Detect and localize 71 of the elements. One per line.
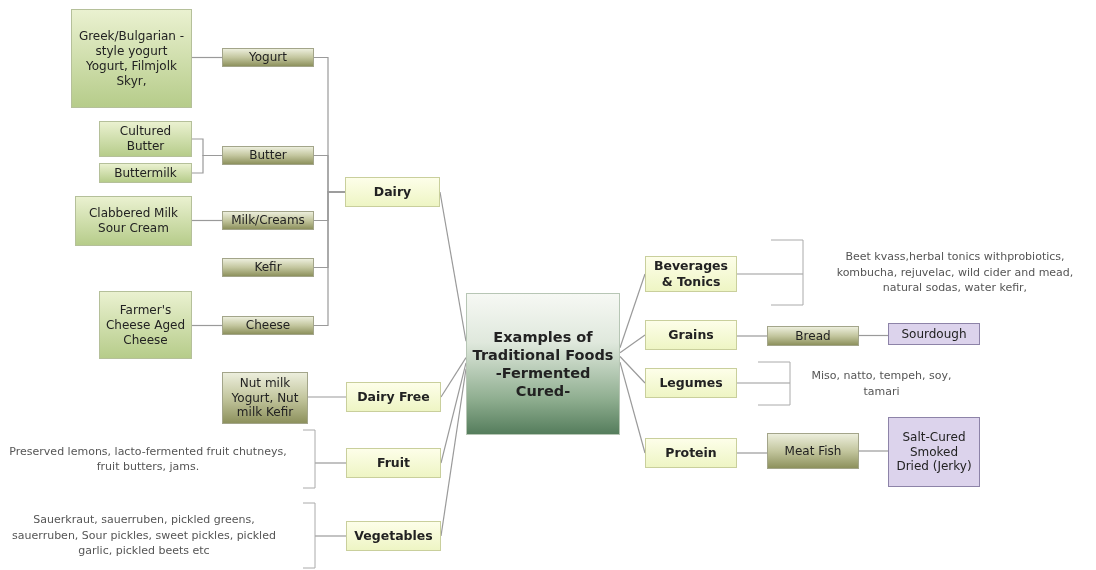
box-label: Meat Fish <box>784 443 842 459</box>
subcategory-box <box>222 146 314 165</box>
example-box <box>888 323 980 345</box>
connector-line <box>736 452 768 454</box>
example-box <box>71 9 192 108</box>
box-label: Protein <box>665 445 717 461</box>
connector-line <box>191 324 223 327</box>
connector-line <box>619 361 646 454</box>
connector-line <box>619 273 646 349</box>
connector-line <box>736 273 804 275</box>
subcategory-box <box>222 316 314 335</box>
connector-line <box>191 154 223 174</box>
subcategory-box <box>222 211 314 230</box>
subcategory-box <box>222 48 314 67</box>
category-box <box>645 368 737 398</box>
connector-line <box>191 56 223 59</box>
box-label: Greek/Bulgarian - style yogurt Yogurt, Filmjolk Skyr, <box>77 28 186 89</box>
example-text: Preserved lemons, lacto-fermented fruit chutneys, fruit butters, jams. <box>8 443 288 475</box>
connector-line <box>619 355 646 384</box>
box-label: Farmer's Cheese Aged Cheese <box>105 302 186 348</box>
box-label: Cheese <box>245 318 291 333</box>
connector-line <box>736 382 791 384</box>
box-label: Fruit <box>376 455 411 471</box>
box-label: Examples of Traditional Foods -Fermented Cured- <box>471 327 615 401</box>
category-box <box>346 521 441 551</box>
box-label: Grains <box>668 327 714 343</box>
box-label: Buttermilk <box>114 165 177 181</box>
category-box <box>346 382 441 412</box>
example-text: Beet kvass,herbal tonics withprobiotics, kombucha, rejuvelac, wild cider and mead, natural sodas, water kefir, <box>835 249 1075 296</box>
box-label: Sourdough <box>901 326 967 342</box>
example-box <box>99 163 192 183</box>
box-label: Beverages & Tonics <box>652 258 730 290</box>
subcategory-box <box>767 433 859 469</box>
connector-line <box>440 362 467 464</box>
box-label: Bread <box>795 328 831 344</box>
box-label: Nut milk Yogurt, Nut milk Kefir <box>230 376 300 420</box>
box-label: Vegetables <box>354 528 433 544</box>
connector-line <box>619 334 646 354</box>
title-box <box>466 293 620 435</box>
box-label: Kefir <box>254 260 282 275</box>
connector-line <box>858 334 889 337</box>
example-text: Miso, natto, tempeh, soy, tamari <box>810 368 953 399</box>
connector-line <box>858 450 889 452</box>
box-label: Salt-Cured Smoked Dried (Jerky) <box>895 430 973 474</box>
category-box <box>346 448 441 478</box>
subcategory-box <box>767 326 859 346</box>
subcategory-box <box>222 258 314 277</box>
box-label: Yogurt <box>249 50 287 65</box>
connector-line <box>440 357 467 398</box>
category-box <box>345 177 440 207</box>
category-box <box>645 438 737 468</box>
box-label: Legumes <box>659 375 723 391</box>
box-label: Dairy Free <box>357 389 430 405</box>
example-box <box>75 196 192 246</box>
box-label: Butter <box>249 148 287 163</box>
connector-line <box>307 396 347 398</box>
example-box <box>888 417 980 487</box>
example-box <box>222 372 308 424</box>
box-label: Cultured Butter <box>118 124 173 154</box>
category-box <box>645 256 737 292</box>
box-label: Dairy <box>373 184 412 200</box>
connector-line <box>314 535 347 537</box>
connector-line <box>314 462 347 464</box>
example-box <box>99 121 192 157</box>
category-box <box>645 320 737 350</box>
connector-line <box>736 335 768 337</box>
box-label: Clabbered Milk Sour Cream <box>87 206 180 236</box>
example-text: Sauerkraut, sauerruben, pickled greens, sauerruben, Sour pickles, sweet pickles, pickled garlic, pickled beets etc <box>11 512 277 559</box>
example-box <box>99 291 192 359</box>
connector-line <box>191 219 223 222</box>
box-label: Milk/Creams <box>231 213 305 228</box>
